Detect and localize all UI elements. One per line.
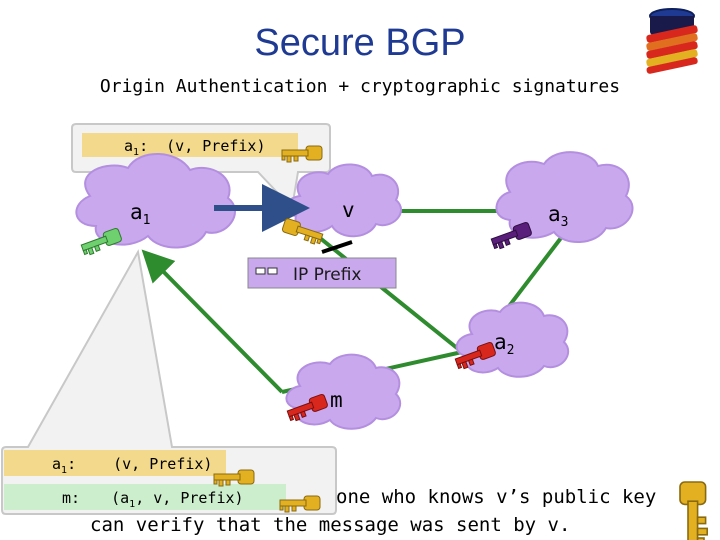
bottom-message-row1: a1: (v, Prefix)	[52, 455, 213, 476]
node-label-a2: a2	[494, 330, 515, 359]
cloud-a1	[75, 153, 236, 249]
database-icon	[646, 8, 698, 74]
document-icon	[255, 267, 278, 275]
node-label-a3: a3	[548, 202, 569, 231]
slide-title: Secure BGP	[254, 22, 466, 64]
explanation-line2: can verify that the message was sent by …	[90, 514, 571, 536]
ip-prefix-box	[247, 240, 397, 289]
key-icon-public-key	[679, 481, 709, 540]
link-m-a1	[141, 249, 284, 394]
node-label-a1: a1	[130, 200, 151, 229]
explanation-line1-tail: one who knows v’s public key	[336, 486, 657, 508]
bottom-message-callout	[1, 249, 337, 515]
cloud-m	[285, 353, 402, 430]
slide-subtitle: Origin Authentication + cryptographic si…	[99, 76, 621, 97]
bottom-message-row2: m: (a1, v, Prefix)	[62, 489, 244, 510]
node-label-v: v	[342, 198, 355, 222]
prefix-connector	[321, 240, 353, 254]
top-message-text: a1: (v, Prefix)	[124, 137, 266, 158]
top-message-callout	[71, 123, 331, 211]
node-label-m: m	[330, 388, 343, 412]
ip-prefix-label: IP Prefix	[293, 265, 362, 285]
cloud-a3	[495, 151, 634, 244]
